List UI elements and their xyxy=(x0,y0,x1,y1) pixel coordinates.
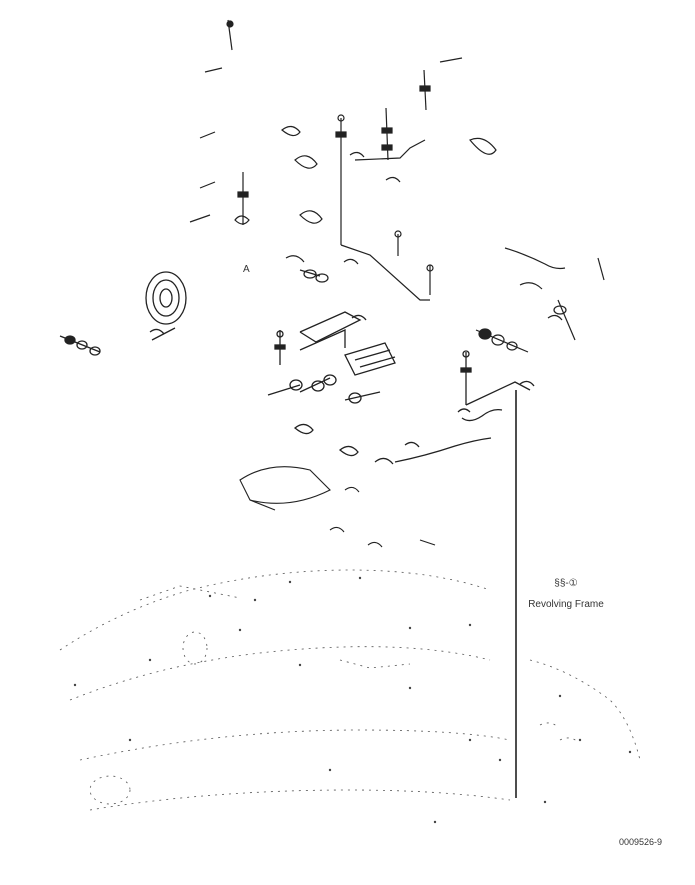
right-upper-fittings xyxy=(475,247,605,353)
drawing-code: 0009526-9 xyxy=(619,837,662,847)
right-pipe-and-leader xyxy=(394,350,535,798)
marker-letter: A xyxy=(243,264,250,275)
upper-fittings-group xyxy=(189,19,497,301)
scatter-marks xyxy=(73,576,632,824)
faint-lower-components xyxy=(59,569,641,811)
ref-number: §§-① xyxy=(554,578,577,589)
central-valve-bracket xyxy=(267,311,420,465)
left-motor-assembly xyxy=(59,271,187,356)
ref-label-revolving-frame: Revolving Frame xyxy=(528,599,604,610)
callout-annotation: §§-① Revolving Frame xyxy=(528,578,604,610)
lower-left-parts xyxy=(239,466,436,548)
